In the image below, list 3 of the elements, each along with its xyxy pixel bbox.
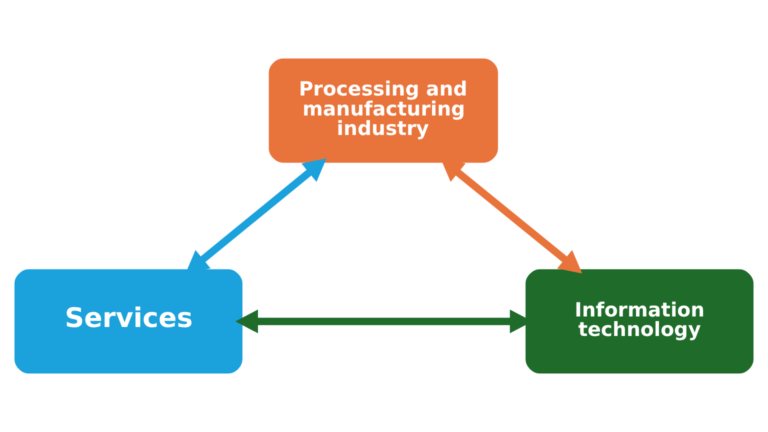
node-box: Processing and manufacturing industry (268, 57, 500, 164)
node-box: Services (13, 268, 244, 375)
node-box: Information technology (524, 268, 755, 375)
